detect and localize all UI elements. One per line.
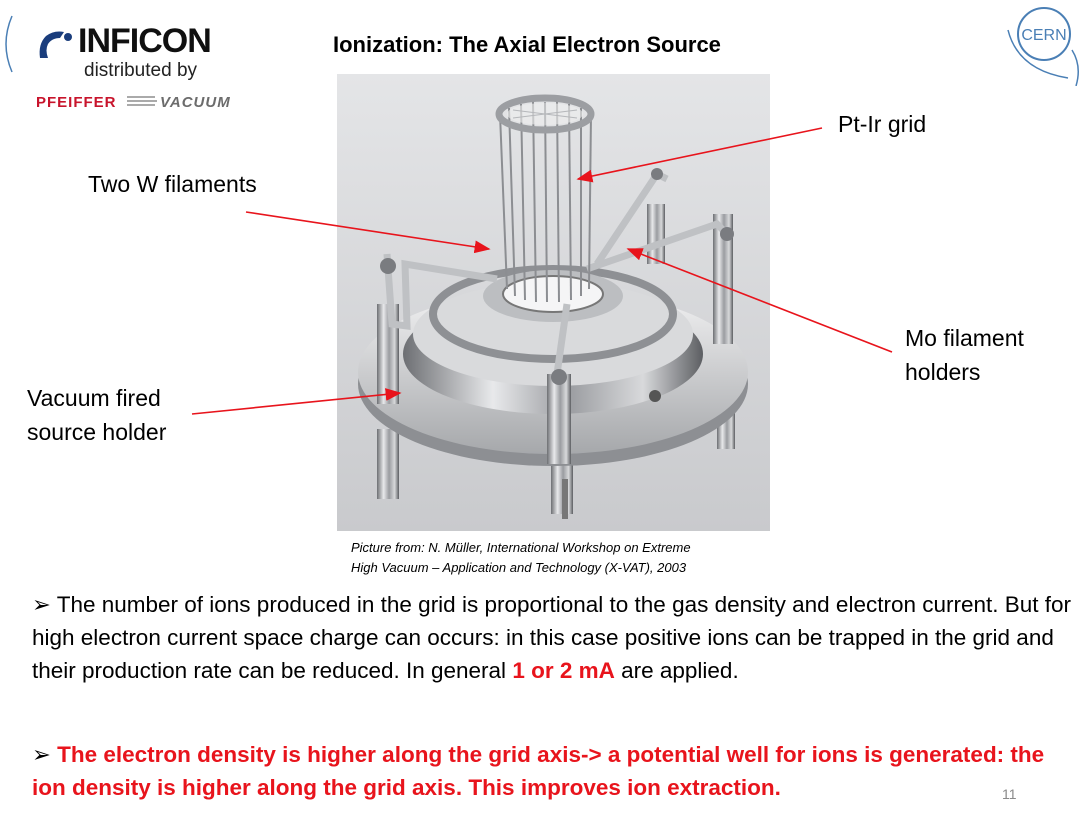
cern-logo-text: CERN (1021, 27, 1066, 44)
bullet-arrow-icon: ➢ (32, 742, 51, 767)
label-mo-line1: Mo filament (905, 325, 1024, 351)
slide-number: 11 (1002, 786, 1017, 802)
slide-title: Ionization: The Axial Electron Source (333, 32, 721, 57)
paragraph1-text: The number of ions produced in the grid … (32, 592, 1072, 683)
distributed-by-text: distributed by (84, 60, 198, 81)
pfeiffer-logo-text: PFEIFFER (36, 94, 117, 111)
paragraph-ion-production: ➢ The number of ions produced in the gri… (32, 588, 1072, 687)
paragraph1-end: are applied. (614, 658, 739, 683)
bullet-arrow-icon: ➢ (32, 592, 51, 617)
label-mo-line2: holders (905, 359, 981, 385)
pfeiffer-logo-stripes (127, 96, 157, 106)
paragraph-electron-density: ➢ The electron density is higher along t… (32, 738, 1072, 804)
electron-source-photo (337, 74, 770, 531)
paragraph1-highlight: 1 or 2 mA (512, 658, 615, 683)
inficon-logo-mark (39, 31, 72, 58)
label-vac-line1: Vacuum fired (27, 385, 161, 411)
inficon-logo-text: INFICON (78, 22, 212, 60)
vacuum-logo-text: VACUUM (160, 94, 231, 111)
label-vacuum-source-holder: Vacuum fired source holder (27, 381, 166, 449)
label-vac-line2: source holder (27, 419, 167, 445)
label-w-filaments: Two W filaments (88, 171, 257, 197)
label-mo-filament-holders: Mo filament holders (905, 321, 1024, 389)
picture-caption: Picture from: N. Müller, International W… (351, 538, 691, 578)
caption-line1: Picture from: N. Müller, International W… (351, 540, 691, 555)
cern-logo: CERN (1007, 7, 1079, 86)
paragraph2-text: The electron density is higher along the… (32, 742, 1045, 800)
cern-left-arc (5, 15, 13, 73)
label-pt-ir-grid: Pt-Ir grid (838, 111, 927, 137)
caption-line2: High Vacuum – Application and Technology… (351, 560, 687, 575)
